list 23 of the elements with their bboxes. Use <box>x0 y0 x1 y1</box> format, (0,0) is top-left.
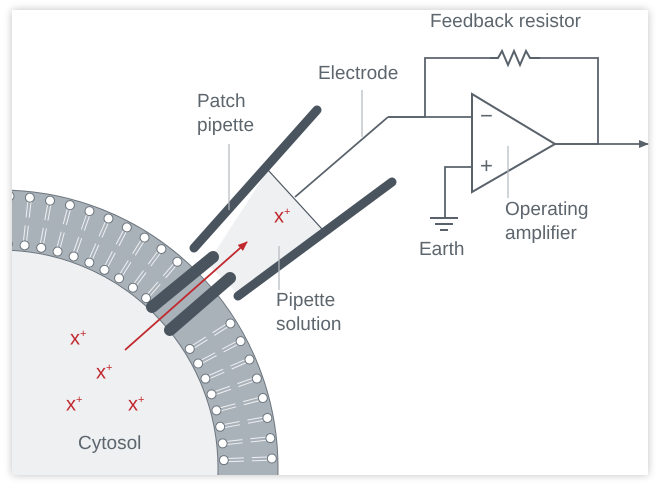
plus-sign: + <box>480 154 493 178</box>
minus-sign: − <box>480 104 493 128</box>
wire <box>540 57 599 145</box>
ion-label: x$^{+}$ <box>128 392 144 416</box>
leader-line <box>278 246 280 290</box>
ion-label: x$^{+}$ <box>70 326 86 350</box>
part-label: Pipette solution <box>276 289 342 337</box>
part-label: Operating amplifier <box>505 198 590 246</box>
leader-line <box>228 144 230 210</box>
part-label: Feedback resistor <box>430 10 582 34</box>
part-label: Electrode <box>318 62 400 86</box>
ion-label: x$^{+}$ <box>66 392 82 416</box>
arrow <box>555 140 649 148</box>
part-label: Patch pipette <box>197 90 256 138</box>
wire <box>388 57 490 118</box>
arrow <box>124 241 248 351</box>
ion-label: x$^{+}$ <box>274 204 290 228</box>
leader-line <box>507 146 509 198</box>
wire <box>444 166 472 218</box>
region-label: Cytosol <box>78 432 142 456</box>
ion-label: x$^{+}$ <box>96 360 112 384</box>
part-label: Earth <box>419 238 464 262</box>
leader-line <box>361 90 363 137</box>
